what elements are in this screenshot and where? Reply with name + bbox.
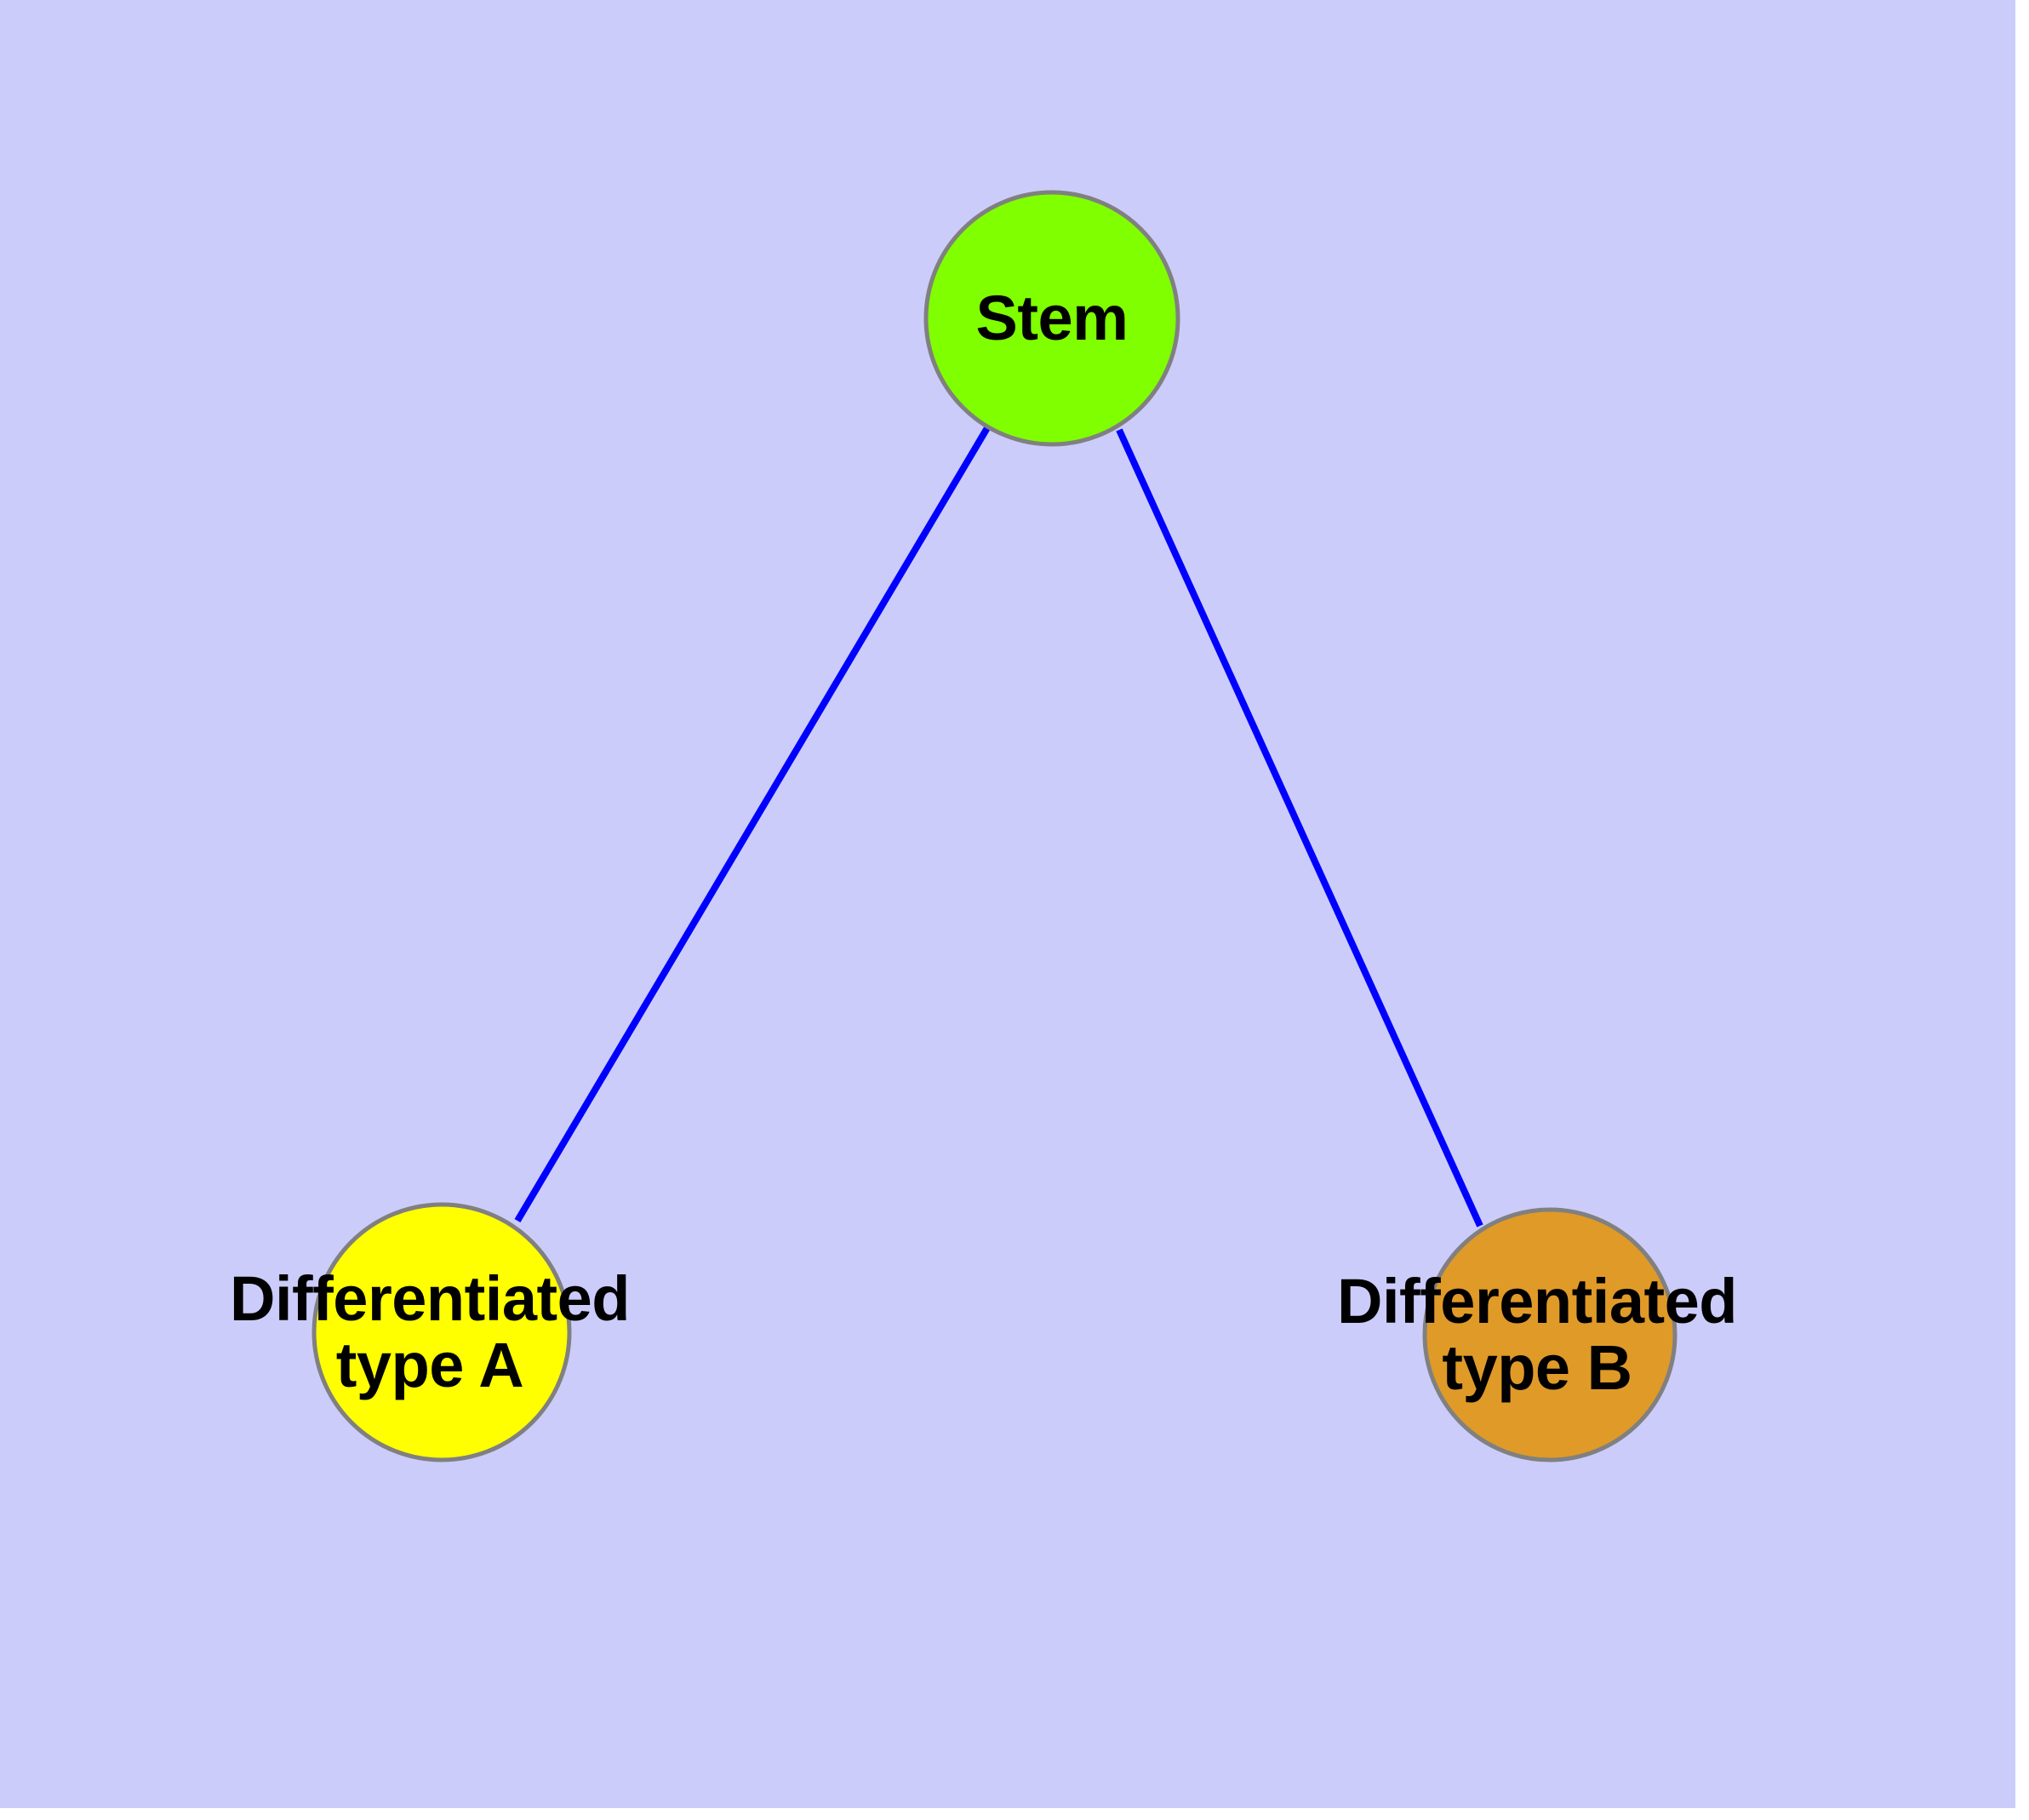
node-stem[interactable] [923, 190, 1180, 447]
node-layer [311, 190, 1677, 1462]
node-differentiated-type-b[interactable] [1422, 1207, 1677, 1462]
edge-stem-to-diff-b[interactable] [1116, 428, 1483, 1228]
node-differentiated-type-a[interactable] [311, 1202, 572, 1462]
edge-layer [514, 424, 1483, 1228]
edge-stem-to-diff-a[interactable] [514, 424, 992, 1223]
